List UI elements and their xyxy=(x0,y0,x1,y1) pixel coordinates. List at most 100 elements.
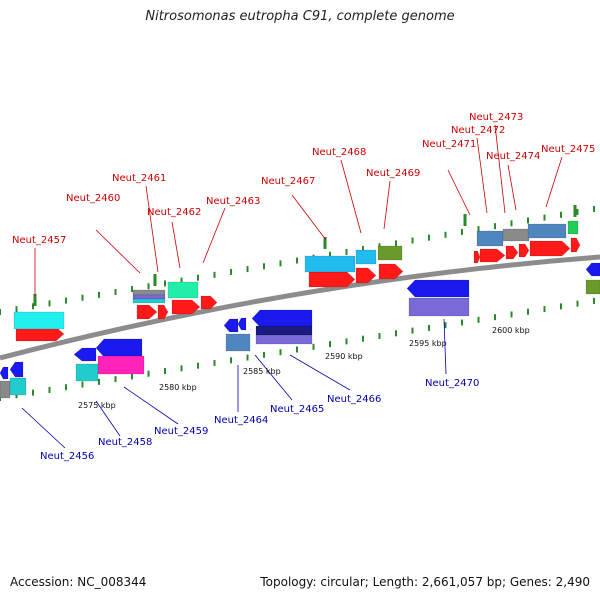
plus-track-dash xyxy=(65,297,67,304)
plus-track-dash xyxy=(213,271,216,278)
plus-gene-label: Neut_2463 xyxy=(206,196,260,207)
minus-track-dash xyxy=(395,330,397,337)
minus-track-dash xyxy=(147,370,150,377)
plus-track-dash xyxy=(197,274,199,281)
plus-track-dash xyxy=(444,231,447,238)
minus-label-line xyxy=(21,407,66,449)
minus-track-dash xyxy=(510,311,513,318)
plus-gene-arrow xyxy=(308,271,356,288)
plus-track-dash xyxy=(411,237,414,244)
minus-track-dash xyxy=(362,335,364,342)
plus-track-dash xyxy=(527,217,529,224)
plus-gene-category xyxy=(132,289,166,296)
plus-gene-label: Neut_2461 xyxy=(112,173,166,184)
plus-track-dash xyxy=(543,214,546,221)
plus-track-dash xyxy=(329,251,331,258)
plus-track-dash xyxy=(279,260,282,267)
plus-label-line xyxy=(145,185,159,273)
plus-track-dash xyxy=(48,300,51,307)
plus-gene-arrow xyxy=(355,267,377,284)
plus-label-line xyxy=(202,207,226,264)
minus-gene-arrow xyxy=(237,317,247,331)
genome-backbone xyxy=(0,254,600,361)
plus-gene-label: Neut_2472 xyxy=(451,125,505,136)
plus-track-dash xyxy=(395,240,397,247)
plus-track-dash xyxy=(593,206,595,213)
major-tick-mark xyxy=(153,274,157,286)
gene-labels: Neut_2457Neut_2460Neut_2461Neut_2462Neut… xyxy=(12,112,595,462)
minus-label-line xyxy=(289,354,351,391)
plus-track-dash xyxy=(296,257,298,264)
track-dashes xyxy=(0,205,595,401)
minus-gene-category xyxy=(225,333,251,352)
plus-gene-label: Neut_2457 xyxy=(12,235,66,246)
plus-gene-arrow xyxy=(200,295,218,310)
minus-gene-arrow xyxy=(95,338,143,358)
label-lines xyxy=(21,124,563,449)
minus-track-dash xyxy=(246,354,249,361)
minus-gene-category xyxy=(97,355,145,375)
plus-label-line xyxy=(291,194,327,241)
minus-label-line xyxy=(95,400,121,437)
plus-track-dash xyxy=(477,226,480,233)
plus-track-dash xyxy=(576,208,579,215)
plus-gene-arrow xyxy=(157,304,169,320)
plus-track-dash xyxy=(494,223,496,230)
minus-track-dash xyxy=(279,349,282,356)
plus-label-line xyxy=(507,164,517,211)
minus-track-dash xyxy=(114,376,117,383)
minus-track-dash xyxy=(98,378,100,385)
plus-track-dash xyxy=(362,246,364,253)
minus-track-dash xyxy=(345,338,348,345)
minus-gene-category xyxy=(255,325,313,336)
plus-track-dash xyxy=(164,280,166,287)
accession-text: Accession: NC_008344 xyxy=(10,575,147,589)
minus-track-dash xyxy=(494,314,496,321)
plus-gene-label: Neut_2469 xyxy=(366,168,420,179)
minus-gene-arrow xyxy=(9,361,24,378)
plus-gene-category xyxy=(476,230,504,247)
plus-label-line xyxy=(447,169,471,216)
plus-gene-category xyxy=(304,255,356,273)
plus-label-line xyxy=(545,156,563,208)
minus-track-dash xyxy=(527,308,529,315)
plus-track-dash xyxy=(147,283,150,290)
minus-track-dash xyxy=(180,365,183,372)
plus-gene-category xyxy=(167,281,199,299)
minus-track-dash xyxy=(164,368,166,375)
minus-gene-label: Neut_2459 xyxy=(154,426,208,437)
coordinate-tick-label: 2600 kbp xyxy=(492,326,530,335)
minus-track-dash xyxy=(461,319,463,326)
minus-gene-arrow xyxy=(223,318,239,333)
plus-gene-category xyxy=(13,311,65,330)
minus-track-dash xyxy=(576,300,579,307)
plus-track-dash xyxy=(131,286,133,293)
minus-gene-category xyxy=(0,380,11,399)
minus-track-dash xyxy=(378,333,381,340)
plus-label-line xyxy=(340,159,362,234)
minus-gene-category xyxy=(75,363,99,382)
minus-track-dash xyxy=(428,324,430,331)
minus-gene-label: Neut_2465 xyxy=(270,404,324,415)
plus-gene-arrow xyxy=(378,263,404,280)
plus-label-line xyxy=(171,221,181,269)
major-tick-mark xyxy=(463,214,467,226)
plus-track-dash xyxy=(428,234,430,241)
plus-track-dash xyxy=(32,303,34,310)
minus-track-dash xyxy=(477,316,480,323)
minus-track-dash xyxy=(543,306,546,313)
minus-gene-label: Neut_2470 xyxy=(425,378,479,389)
plus-gene-arrow xyxy=(529,240,571,257)
plus-gene-label: Neut_2467 xyxy=(261,176,315,187)
minus-gene-label: Neut_2458 xyxy=(98,437,152,448)
plus-label-line xyxy=(494,124,506,214)
plus-gene-category xyxy=(502,228,530,242)
minus-gene-label: Neut_2466 xyxy=(327,394,381,405)
minus-track-dash xyxy=(65,384,67,391)
plus-track-dash xyxy=(98,291,100,298)
minus-track-dash xyxy=(263,351,265,358)
coordinate-tick-label: 2590 kbp xyxy=(325,352,363,361)
minus-track-dash xyxy=(230,357,232,364)
plus-gene-arrow xyxy=(171,299,201,315)
genome-info-text: Topology: circular; Length: 2,661,057 bp… xyxy=(260,575,590,589)
